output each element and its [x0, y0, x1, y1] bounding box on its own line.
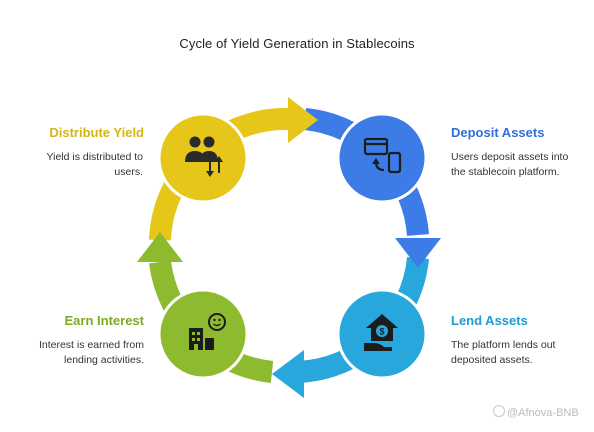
- deposit-assets-title: Deposit Assets: [451, 125, 545, 140]
- diagram-title: Cycle of Yield Generation in Stablecoins: [179, 36, 415, 51]
- distribute-yield-title: Distribute Yield: [49, 125, 144, 140]
- svg-text:$: $: [379, 327, 384, 337]
- arrowhead-yellow: [288, 97, 318, 143]
- deposit-assets-description: Users deposit assets into the stablecoin…: [451, 151, 569, 178]
- users-transfer-icon: [185, 136, 223, 177]
- arrowhead-green: [137, 232, 183, 262]
- circle-deposit: [336, 112, 428, 204]
- earn-interest-description: Interest is earned from lending activiti…: [38, 339, 144, 366]
- lend-assets-title: Lend Assets: [451, 313, 528, 328]
- watermark-text: @Afnova-BNB: [507, 407, 579, 419]
- building-smile-icon: [189, 313, 226, 350]
- watermark-logo-icon: [493, 405, 505, 417]
- watermark: @Afnova-BNB: [493, 405, 579, 419]
- card-to-phone-icon: [363, 137, 402, 174]
- distribute-yield-description: Yield is distributed to users.: [46, 151, 144, 178]
- arrowhead-blue: [395, 238, 441, 268]
- hand-money-icon: $: [364, 314, 398, 351]
- lend-assets-description: The platform lends out deposited assets.: [451, 339, 556, 366]
- arrowhead-lightblue: [272, 350, 304, 398]
- earn-interest-title: Earn Interest: [64, 313, 144, 328]
